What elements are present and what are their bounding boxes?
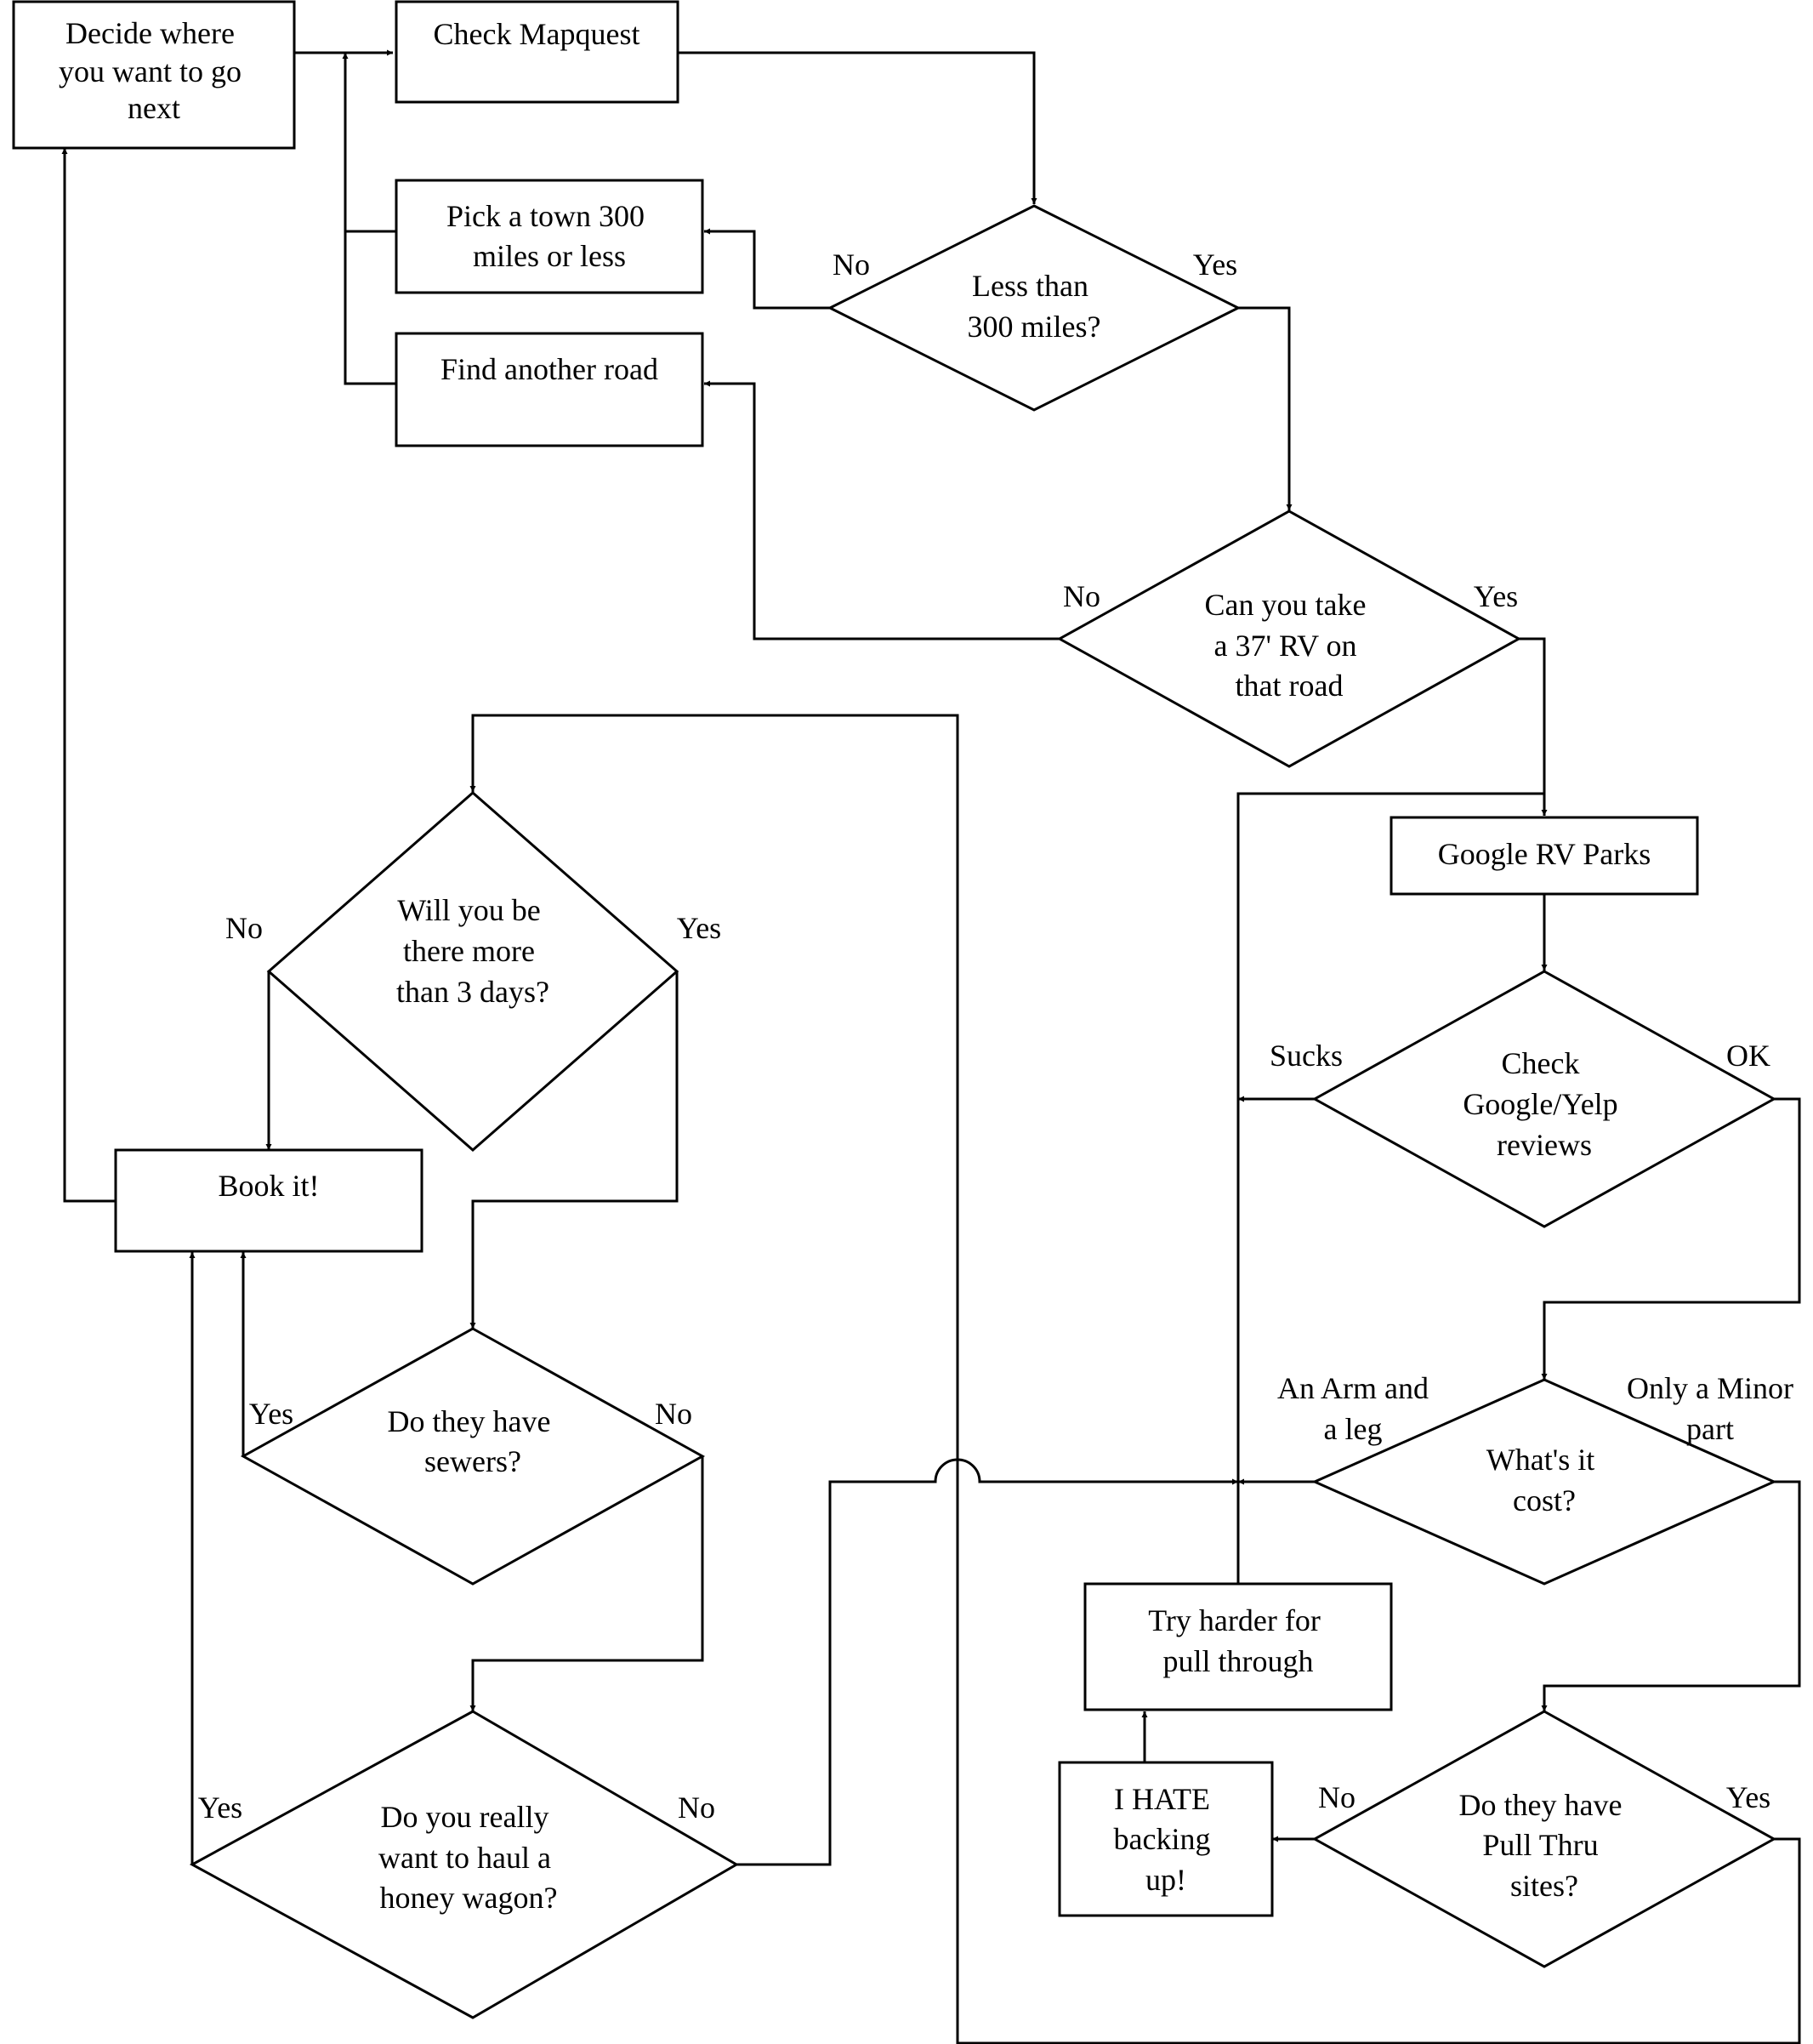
edge-sewers-no-to-honey [469, 1456, 704, 1711]
edge-mapquest-to-less300 [678, 51, 1037, 204]
edge-honey-no-to-cost [736, 1458, 1238, 1866]
node-check-mapquest-text: Check Mapquest [434, 17, 640, 51]
edge-days3-yes-to-sewers [469, 971, 679, 1329]
label-cost-minor-line-2: part [1686, 1412, 1734, 1446]
node-more-than-3-days-text: Will you be there more than 3 days? [396, 893, 549, 1009]
node-find-another-road: Find another road [395, 332, 704, 447]
edge-cost-minor-to-pullthru [1541, 1480, 1801, 1711]
edge-less300-yes-to-rv-road [1238, 306, 1293, 510]
node-try-harder-text: Try harder for pull through [1148, 1603, 1328, 1678]
label-honey-no: No [678, 1791, 715, 1825]
node-pick-town-text: Pick a town 300 miles or less [446, 199, 652, 273]
node-check-reviews-text: Check Google/Yelp reviews [1463, 1046, 1625, 1162]
node-rv-on-road: Can you take a 37' RV on that road [1056, 510, 1522, 768]
label-honey-yes: Yes [198, 1791, 242, 1825]
edge-labels: No Yes No Yes No Yes Sucks OK Yes No An … [198, 248, 1793, 1825]
label-less300-no: No [833, 248, 870, 282]
label-sewers-no: No [655, 1397, 692, 1431]
node-decide-text: Decide where you want to go next [59, 16, 249, 125]
node-less-than-300-miles-text: Less than 300 miles? [968, 269, 1101, 344]
edge-less300-no-to-pick-town [704, 228, 830, 310]
label-sewers-yes: Yes [249, 1397, 293, 1431]
edge-retry-loop [1236, 792, 1544, 1584]
edge-another-road-return [342, 53, 396, 385]
node-pick-town: Pick a town 300 miles or less [395, 179, 704, 294]
label-pull-yes: Yes [1726, 1780, 1770, 1814]
edge-pullthru-yes-to-days3 [469, 714, 1801, 2044]
node-whats-it-cost-text: What's it cost? [1486, 1443, 1602, 1517]
node-google-rv-parks: Google RV Parks [1390, 816, 1699, 896]
label-pull-no: No [1318, 1780, 1355, 1814]
node-more-than-3-days: Will you be there more than 3 days? [266, 791, 679, 1152]
label-cost-arm-line-1: An Arm and [1277, 1371, 1429, 1405]
node-have-sewers-text: Do they have sewers? [388, 1404, 559, 1478]
node-pull-thru-sites-text: Do they have Pull Thru sites? [1459, 1788, 1630, 1903]
connectors [61, 49, 1801, 2044]
edge-reviews-ok-to-cost [1541, 1097, 1801, 1380]
node-honey-wagon: Do you really want to haul a honey wagon… [189, 1710, 739, 2019]
node-book-it: Book it! [114, 1148, 423, 1253]
node-have-sewers: Do they have sewers? [240, 1327, 706, 1586]
node-book-it-text: Book it! [218, 1169, 319, 1203]
node-i-hate-backing-up-text: I HATE backing up! [1114, 1782, 1219, 1897]
edge-rv-road-no-to-another-road [704, 380, 1060, 641]
node-google-rv-parks-text: Google RV Parks [1438, 837, 1651, 871]
label-cost-minor-line-1: Only a Minor [1627, 1371, 1793, 1405]
node-check-mapquest: Check Mapquest [395, 0, 679, 104]
label-cost-arm-line-2: a leg [1324, 1412, 1383, 1446]
node-pull-thru-sites: Do they have Pull Thru sites? [1311, 1710, 1777, 1968]
node-find-another-road-text: Find another road [440, 352, 658, 386]
edge-rv-road-yes-to-google [1519, 637, 1548, 816]
label-reviews-sucks: Sucks [1270, 1039, 1343, 1073]
node-whats-it-cost: What's it cost? [1311, 1378, 1777, 1586]
node-less-than-300-miles: Less than 300 miles? [827, 204, 1242, 412]
node-decide: Decide where you want to go next [12, 0, 296, 150]
node-rv-on-road-text: Can you take a 37' RV on that road [1205, 588, 1374, 703]
node-i-hate-backing-up: I HATE backing up! [1058, 1761, 1274, 1917]
label-days3-no: No [225, 911, 263, 945]
label-rv-yes: Yes [1474, 579, 1518, 613]
node-check-reviews: Check Google/Yelp reviews [1311, 970, 1777, 1228]
label-rv-no: No [1063, 579, 1100, 613]
label-reviews-ok: OK [1726, 1039, 1770, 1073]
edge-book-to-decide [61, 148, 116, 1203]
label-less300-yes: Yes [1193, 248, 1237, 282]
node-honey-wagon-text: Do you really want to haul a honey wagon… [378, 1800, 559, 1915]
label-days3-yes: Yes [677, 911, 721, 945]
node-try-harder: Try harder for pull through [1083, 1582, 1393, 1711]
